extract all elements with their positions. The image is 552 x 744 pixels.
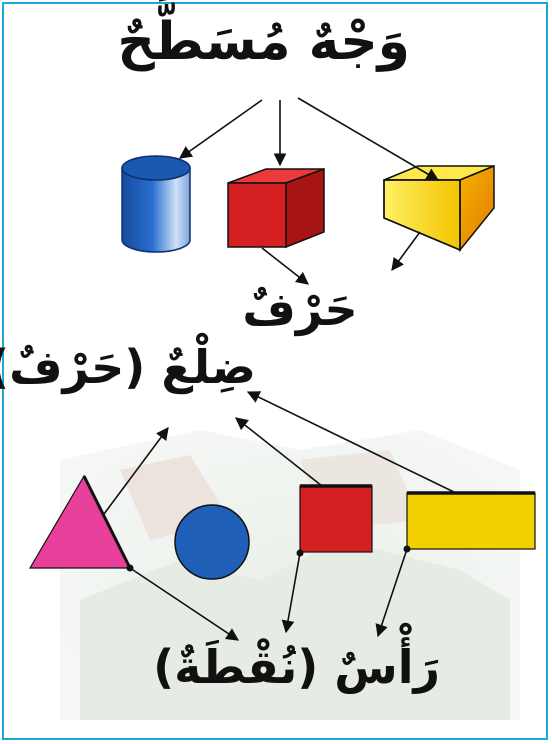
rectangle-shape bbox=[403, 491, 536, 553]
watermark-background bbox=[60, 430, 520, 720]
cube-shape bbox=[227, 167, 325, 249]
square-shape bbox=[296, 484, 373, 557]
vertex-label: رَأْسٌ (نُقْطَةٌ) bbox=[153, 640, 440, 694]
rectangular-prism-shape bbox=[383, 164, 495, 253]
cylinder-shape bbox=[121, 155, 191, 253]
edge-label: حَرْفٌ bbox=[242, 282, 358, 336]
circle-shape bbox=[174, 504, 250, 580]
arrows-face bbox=[178, 97, 440, 181]
arrows-side-edge bbox=[103, 391, 457, 515]
side-edge-label: ضِلْعٌ (حَرْفٌ) bbox=[0, 340, 256, 394]
face-label: وَجْهٌ مُسَطَّحٌ bbox=[117, 12, 410, 72]
arrows-edge bbox=[261, 231, 421, 285]
arrows-vertex bbox=[129, 548, 408, 641]
